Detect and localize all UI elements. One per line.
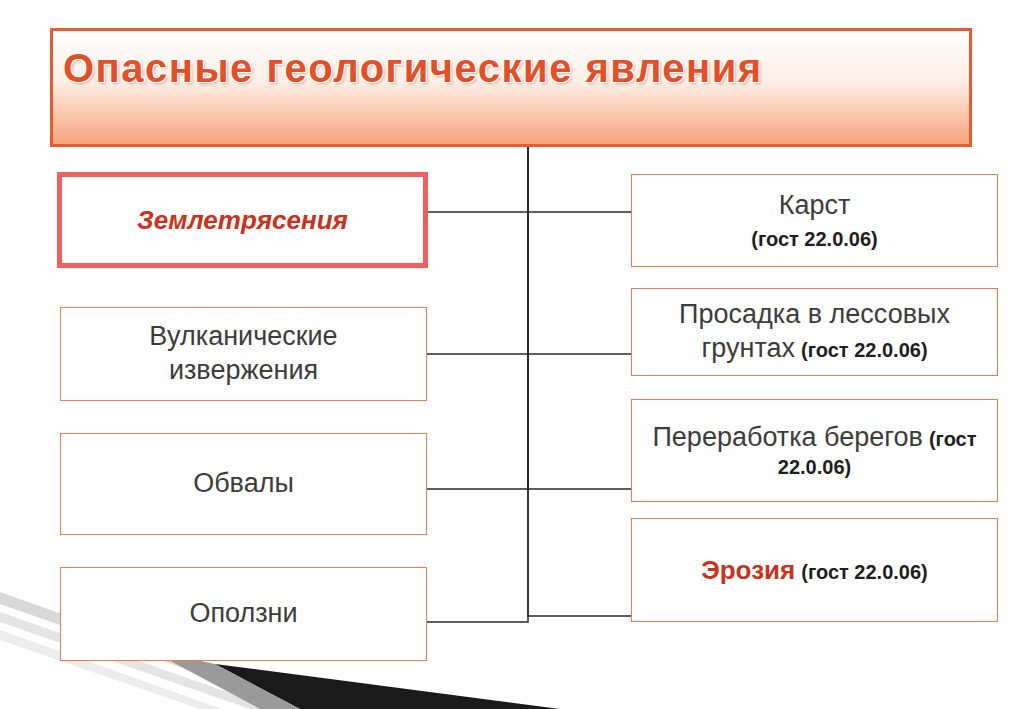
tree-connector xyxy=(427,147,528,489)
category-box: Обвалы xyxy=(60,433,427,535)
standard-reference: (гост 22.0.06) xyxy=(751,227,878,252)
category-box: Эрозия (гост 22.0.06) xyxy=(631,518,998,622)
category-label: Эрозия xyxy=(701,555,795,585)
text-wrap: Обвалы xyxy=(181,461,306,507)
text-wrap: Переработка берегов(гост 22.0.06) xyxy=(632,415,997,486)
tree-connector xyxy=(427,147,528,622)
text-wrap: Оползни xyxy=(177,591,309,637)
standard-reference: (гост 22.0.06) xyxy=(801,561,928,583)
category-label: Оползни xyxy=(189,597,297,631)
text-wrap: Вулканические извержения xyxy=(61,314,426,394)
category-label: Карст xyxy=(751,189,878,223)
category-box: Переработка берегов(гост 22.0.06) xyxy=(631,399,998,502)
category-label: Вулканические извержения xyxy=(73,320,414,388)
category-box: Карст (гост 22.0.06) xyxy=(631,174,998,267)
category-label: Обвалы xyxy=(193,467,294,501)
highlight-box: Землетрясения xyxy=(57,172,428,268)
tree-connector xyxy=(528,147,631,616)
category-label: Переработка берегов xyxy=(652,422,923,452)
tree-connector xyxy=(428,147,528,212)
category-box: Оползни xyxy=(60,567,427,661)
standard-reference: (гост 22.0.06) xyxy=(801,339,928,361)
category-label: Землетрясения xyxy=(137,204,348,237)
tree-connector xyxy=(528,147,631,489)
text-wrap: Землетрясения xyxy=(125,198,360,243)
title-box: Опасные геологические явления xyxy=(50,28,972,147)
diagram-title: Опасные геологические явления xyxy=(63,43,763,93)
tree-connector xyxy=(427,147,528,354)
tree-connector xyxy=(528,147,631,212)
category-box: Просадка в лессовых грунтах(гост 22.0.06… xyxy=(631,288,998,376)
text-wrap: Эрозия (гост 22.0.06) xyxy=(689,548,940,593)
category-box: Вулканические извержения xyxy=(60,307,427,401)
text-wrap: Просадка в лессовых грунтах(гост 22.0.06… xyxy=(632,292,997,372)
tree-connector xyxy=(528,147,631,354)
text-wrap: Опасные геологические явления xyxy=(53,31,773,105)
text-wrap: Карст (гост 22.0.06) xyxy=(739,183,890,258)
